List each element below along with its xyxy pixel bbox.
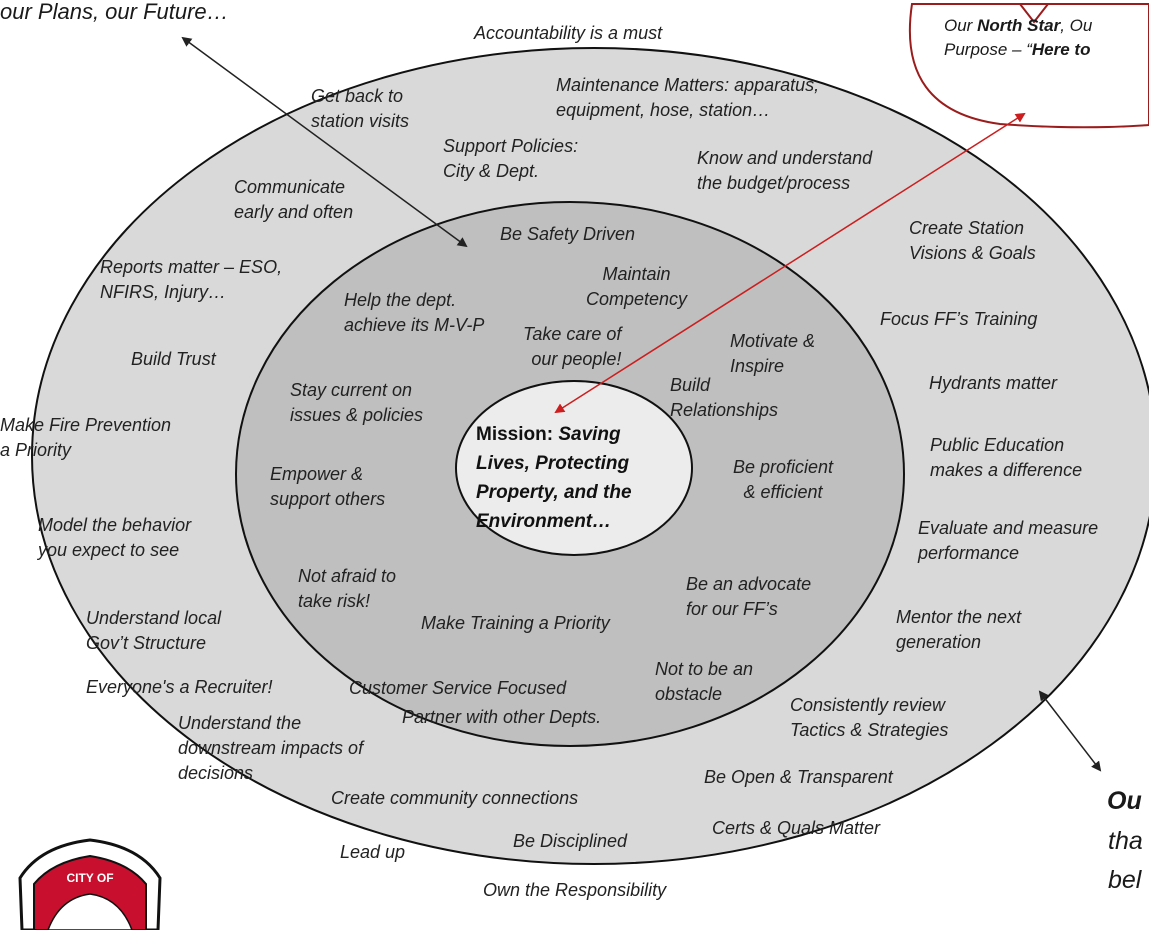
inner-label: Make Training a Priority [421, 613, 610, 633]
inner-label: Partner with other Depts. [402, 707, 602, 727]
outer-label: Be Disciplined [513, 831, 628, 851]
outer-label: Get back to station visits [311, 86, 410, 131]
outer-label: Create Station Visions & Goals [909, 218, 1036, 263]
right-fragment-line2: tha [1108, 827, 1143, 855]
outer-label: Support Policies: City & Dept. [443, 136, 579, 181]
right-fragment-line1: Ou [1107, 787, 1142, 815]
inner-label: Take care of our people! [523, 324, 622, 369]
right-fragment-line3: bel [1108, 866, 1142, 894]
outer-label: Own the Responsibility [483, 880, 667, 900]
outer-label: Model the behavior you expect to see [38, 515, 192, 560]
north-star-text: Our North Star, Ou Purpose – “Here to [944, 16, 1093, 59]
outer-label: Hydrants matter [929, 373, 1058, 393]
mission-statement: Mission: Saving Lives, Protecting Proper… [476, 424, 632, 532]
inner-label: Maintain Competency [586, 264, 688, 309]
city-logo-text: CITY OF [66, 871, 113, 885]
outer-label: Accountability is a must [474, 23, 663, 43]
inner-label: Not afraid to take risk! [298, 566, 397, 611]
outer-label: Everyone's a Recruiter! [86, 677, 273, 697]
north-star-arrow [554, 112, 1026, 414]
inner-label: Not to be an obstacle [655, 659, 754, 704]
city-logo [18, 838, 162, 930]
outer-label: Create community connections [331, 788, 579, 808]
outer-label: Consistently review Tactics & Strategies [790, 695, 949, 740]
north-star-tip [1019, 3, 1049, 24]
outer-label: Communicate early and often [234, 177, 354, 222]
inner-label: Be proficient & efficient [733, 457, 834, 502]
inner-label: Empower & support others [270, 464, 386, 509]
outer-label: Public Education makes a difference [930, 435, 1083, 480]
outer-label: Focus FF’s Training [880, 309, 1038, 329]
inner-label: Build Relationships [670, 375, 779, 420]
plans-future-text: our Plans, our Future… [0, 0, 229, 24]
inner-label: Help the dept. achieve its M-V-P [344, 290, 485, 335]
outer-label: Understand local Gov’t Structure [86, 608, 222, 653]
inner-label: Stay current on issues & policies [290, 380, 424, 425]
outer-label: Make Fire Prevention a Priority [0, 415, 172, 460]
outer-label: Be Open & Transparent [704, 767, 893, 787]
outer-label: Mentor the next generation [896, 607, 1022, 652]
outer-label: Evaluate and measure performance [918, 518, 1099, 563]
outer-label: Certs & Quals Matter [712, 818, 881, 838]
outer-arrow [1038, 690, 1102, 772]
outer-label: Know and understand the budget/process [697, 148, 873, 193]
inner-label: Customer Service Focused [349, 678, 567, 698]
outer-label: Build Trust [131, 349, 216, 369]
plans-arrow [181, 36, 468, 248]
inner-label: Be an advocate for our FF’s [686, 574, 812, 619]
outer-label: Reports matter – ESO, NFIRS, Injury… [100, 257, 283, 302]
inner-label: Be Safety Driven [500, 224, 636, 244]
outer-label: Maintenance Matters: apparatus, equipmen… [556, 75, 820, 120]
outer-label: Lead up [340, 842, 406, 862]
outer-label: Understand the downstream impacts of dec… [178, 713, 364, 783]
inner-label: Motivate & Inspire [730, 331, 816, 376]
